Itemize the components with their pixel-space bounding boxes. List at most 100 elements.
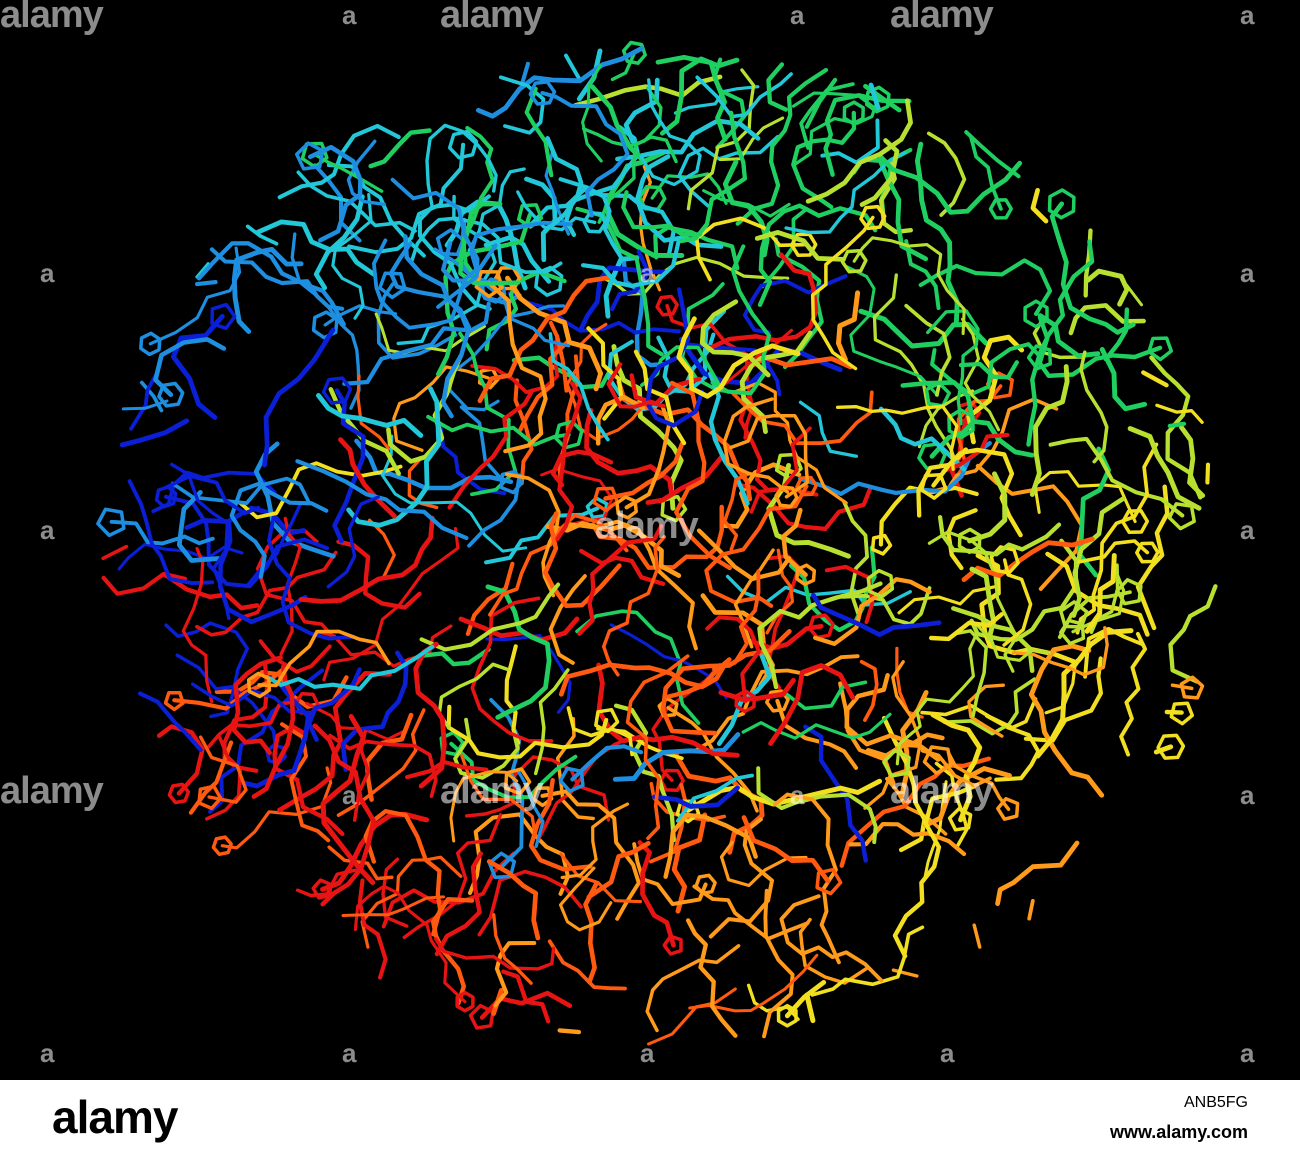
residue-chain — [1068, 303, 1146, 336]
image-area: alamy alamy alamy alamy alamy alamy alam… — [0, 0, 1300, 1080]
residue-chain — [719, 840, 808, 888]
residue-chain — [676, 316, 801, 399]
residue-chain — [342, 301, 491, 386]
aromatic-ring — [558, 766, 585, 793]
residue-chain — [555, 381, 583, 542]
residue-chain — [326, 495, 380, 589]
residue-chain — [524, 86, 554, 178]
aromatic-ring — [917, 442, 947, 471]
aromatic-ring — [1023, 299, 1049, 329]
residue-chain — [729, 413, 810, 499]
residue-chain — [545, 136, 584, 230]
aromatic-ring — [1047, 188, 1076, 220]
residue-chain — [176, 490, 221, 563]
aromatic-ring — [163, 690, 185, 712]
residue-chain — [798, 917, 868, 985]
residue-chain — [634, 154, 724, 249]
residue-chain — [852, 236, 966, 336]
aromatic-ring — [655, 294, 679, 317]
residue-chain — [507, 291, 681, 335]
residue-chain — [610, 249, 651, 312]
residue-chain — [954, 629, 988, 718]
residue-chain — [505, 275, 604, 392]
residue-chain — [1085, 268, 1130, 307]
residue-chain — [468, 812, 570, 896]
residue-chain — [436, 212, 532, 377]
aromatic-ring — [840, 248, 868, 274]
residue-chain — [101, 571, 187, 596]
aromatic-ring — [300, 141, 329, 169]
residue-chain — [596, 662, 740, 758]
residue-chain — [1029, 364, 1070, 497]
aromatic-ring — [988, 198, 1013, 220]
residue-chain — [407, 457, 439, 510]
residue-chain — [121, 399, 169, 411]
residue-chain — [663, 812, 758, 879]
residue-chain — [447, 388, 535, 510]
residue-chain — [798, 400, 859, 458]
residue-chain — [498, 75, 546, 135]
aromatic-ring — [528, 80, 557, 106]
residue-chain — [444, 199, 528, 291]
residue-chain — [920, 697, 1038, 730]
residue-chain — [579, 548, 666, 586]
residue-chain — [1135, 484, 1170, 631]
aromatic-ring — [139, 331, 162, 357]
aromatic-ring — [621, 40, 647, 65]
residue-chain — [163, 474, 261, 516]
residue-chain — [923, 766, 1012, 828]
residue-chain — [477, 274, 614, 404]
residue-chain — [645, 453, 726, 505]
aromatic-ring — [1059, 618, 1086, 646]
residue-chain — [346, 386, 442, 528]
residue-chain — [170, 462, 231, 621]
aromatic-ring — [859, 204, 887, 231]
residue-chain — [151, 470, 277, 514]
aromatic-ring — [592, 486, 619, 513]
residue-chain — [486, 859, 541, 941]
residue-chain — [565, 322, 650, 441]
residue-chain — [958, 360, 1019, 380]
aromatic-ring — [864, 85, 891, 114]
residue-chain — [637, 840, 676, 948]
aromatic-ring — [265, 743, 287, 766]
residue-chain — [799, 82, 855, 150]
residue-chain — [1048, 436, 1185, 518]
residue-chain — [313, 194, 365, 291]
residue-chain — [722, 397, 790, 494]
residue-chain — [356, 374, 391, 451]
aromatic-ring — [487, 851, 517, 880]
residue-chain — [731, 390, 874, 445]
residue-chain — [381, 434, 528, 553]
residue-chain — [307, 144, 363, 243]
residue-chain — [581, 64, 603, 163]
residue-chain — [718, 116, 785, 162]
aromatic-ring — [866, 568, 895, 599]
aromatic-ring — [795, 563, 817, 587]
residue-chain — [583, 881, 599, 985]
residue-chain — [590, 84, 648, 165]
residue-chain — [139, 380, 164, 413]
residue-chain — [331, 192, 373, 320]
residue-chain — [458, 201, 521, 286]
residue-chain — [403, 234, 471, 419]
residue-chain — [347, 142, 466, 255]
residue-chain — [813, 577, 932, 646]
aromatic-ring — [167, 782, 191, 805]
residue-chain — [137, 691, 203, 753]
residue-chain — [741, 815, 831, 884]
residue-chain — [581, 86, 663, 148]
residue-chain — [156, 724, 205, 796]
residue-chain — [655, 54, 728, 142]
residue-chain — [265, 644, 435, 691]
residue-chain — [836, 290, 861, 363]
aromatic-ring — [776, 1003, 798, 1028]
aromatic-ring — [246, 671, 272, 699]
residue-chain — [305, 702, 405, 741]
residue-chain — [671, 812, 708, 914]
footer-bar: alamy ANB5FG www.alamy.com — [0, 1080, 1300, 1166]
residue-chain — [579, 265, 669, 331]
aromatic-ring — [321, 376, 353, 405]
residue-chain — [946, 751, 1011, 811]
residue-chain — [895, 631, 979, 766]
